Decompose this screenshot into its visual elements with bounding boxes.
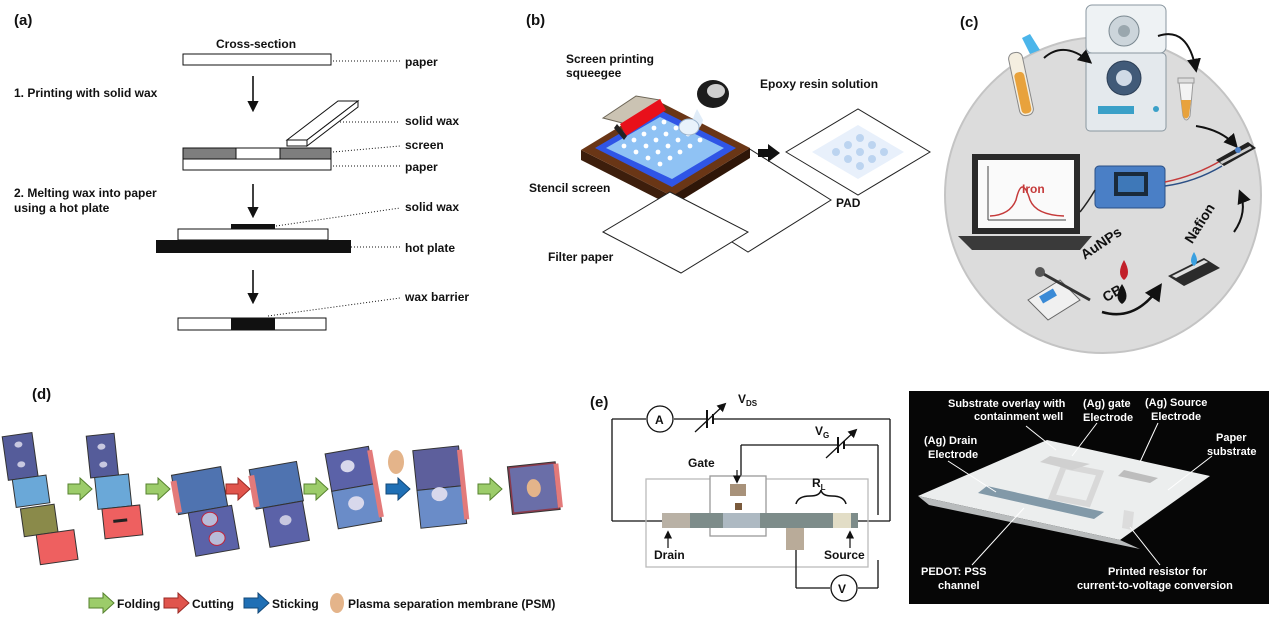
filter-paper-label: Filter paper bbox=[548, 250, 614, 264]
fold-step-1 bbox=[1, 431, 79, 566]
label-paper-1: paper bbox=[405, 55, 438, 69]
cutting-arrow-icon bbox=[163, 591, 190, 615]
eppendorf-tube-icon bbox=[1177, 77, 1195, 121]
psm-icon bbox=[330, 593, 344, 613]
cross-section-title: Cross-section bbox=[216, 37, 297, 51]
stencil-screen-label: Stencil screen bbox=[529, 181, 611, 195]
legend-sticking: Sticking bbox=[272, 597, 319, 611]
resistor-label-line1: Printed resistor for bbox=[1108, 566, 1208, 578]
fold-step-7 bbox=[506, 461, 563, 516]
laptop-icon bbox=[958, 154, 1092, 250]
source-electrode-label-line2: Electrode bbox=[1151, 411, 1202, 423]
potentiostat-icon bbox=[1094, 165, 1166, 209]
step-2-label-line2: using a hot plate bbox=[14, 201, 110, 215]
vds-label: VDS bbox=[738, 392, 758, 408]
label-wax-barrier: wax barrier bbox=[405, 290, 470, 304]
sensor-strip-icon bbox=[1216, 142, 1256, 166]
centrifuge-icon bbox=[1085, 4, 1167, 132]
ammeter-label: A bbox=[655, 413, 664, 427]
legend-psm: Plasma separation membrane (PSM) bbox=[348, 597, 556, 611]
epoxy-label: Epoxy resin solution bbox=[760, 77, 879, 91]
source-electrode-label-line1: (Ag) Source bbox=[1145, 397, 1208, 409]
resistor-label-line2: current-to-voltage conversion bbox=[1077, 580, 1233, 592]
iron-label: Iron bbox=[1022, 182, 1045, 196]
overlay-label-line2: containment well bbox=[974, 411, 1064, 423]
drain-electrode-label-line2: Electrode bbox=[928, 449, 979, 461]
fold-step-6 bbox=[412, 445, 470, 529]
gate-electrode-label-line2: Electrode bbox=[1083, 412, 1134, 424]
legend-d-symbols bbox=[88, 591, 344, 615]
label-paper-2: paper bbox=[405, 160, 438, 174]
panel-e-circuit bbox=[611, 402, 891, 602]
panel-label-a: (a) bbox=[14, 12, 33, 29]
vg-label: VG bbox=[815, 424, 830, 440]
solid-wax-block bbox=[285, 99, 360, 148]
pad-label: PAD bbox=[836, 196, 861, 210]
label-solid-wax-1: solid wax bbox=[405, 114, 460, 128]
drop-icon bbox=[1117, 284, 1127, 304]
step-1-label: 1. Printing with solid wax bbox=[14, 86, 158, 100]
squeegee-label-line1: Screen printing bbox=[566, 52, 655, 66]
legend-folding: Folding bbox=[117, 597, 161, 611]
label-screen: screen bbox=[405, 138, 444, 152]
electrode-pair-icon bbox=[1027, 267, 1091, 321]
epoxy-beaker-icon bbox=[692, 80, 729, 129]
label-solid-wax-2: solid wax bbox=[405, 200, 460, 214]
panel-e-device bbox=[662, 470, 858, 550]
arrow-right-icon bbox=[758, 144, 780, 162]
legend-cutting: Cutting bbox=[192, 597, 234, 611]
overlay-label-line1: Substrate overlay with bbox=[948, 398, 1066, 410]
step-2-label-line1: 2. Melting wax into paper bbox=[14, 186, 157, 200]
panel-e-photo bbox=[909, 391, 1269, 604]
source-label: Source bbox=[824, 548, 865, 562]
drop-icon bbox=[1120, 260, 1128, 280]
sticking-arrow-icon bbox=[243, 591, 270, 615]
electrode-strip-icon bbox=[1168, 252, 1220, 286]
fold-step-5 bbox=[324, 445, 384, 530]
gate-label: Gate bbox=[688, 456, 715, 470]
sample-tube-icon bbox=[1008, 34, 1040, 117]
rl-label: RL bbox=[812, 476, 826, 492]
arrows-d bbox=[67, 476, 503, 502]
panel-label-d: (d) bbox=[32, 386, 52, 403]
drain-label: Drain bbox=[654, 548, 685, 562]
fold-step-2 bbox=[85, 432, 144, 540]
fold-step-3 bbox=[170, 466, 240, 557]
panel-label-c: (c) bbox=[960, 14, 979, 31]
folding-arrow-icon bbox=[88, 591, 115, 615]
pedot-label-line1: PEDOT: PSS bbox=[921, 566, 987, 578]
gate-electrode-label-line1: (Ag) gate bbox=[1083, 398, 1131, 410]
paper-substrate-label-line2: substrate bbox=[1207, 446, 1257, 458]
panel-a-drawing bbox=[156, 53, 401, 331]
panel-b-drawing bbox=[581, 80, 931, 274]
panel-c-drawing bbox=[944, 4, 1262, 354]
label-hot-plate: hot plate bbox=[405, 241, 455, 255]
squeegee-label-line2: squeegee bbox=[566, 66, 622, 80]
panel-label-b: (b) bbox=[526, 12, 546, 29]
paper-substrate-label-line1: Paper bbox=[1216, 432, 1247, 444]
squeegee bbox=[601, 95, 666, 140]
pedot-label-line2: channel bbox=[938, 580, 980, 592]
drain-electrode-label-line1: (Ag) Drain bbox=[924, 435, 978, 447]
panel-label-e: (e) bbox=[590, 394, 609, 411]
panel-d-drawing bbox=[1, 431, 563, 615]
fold-step-4 bbox=[248, 460, 310, 548]
voltmeter-label: V bbox=[838, 582, 847, 596]
